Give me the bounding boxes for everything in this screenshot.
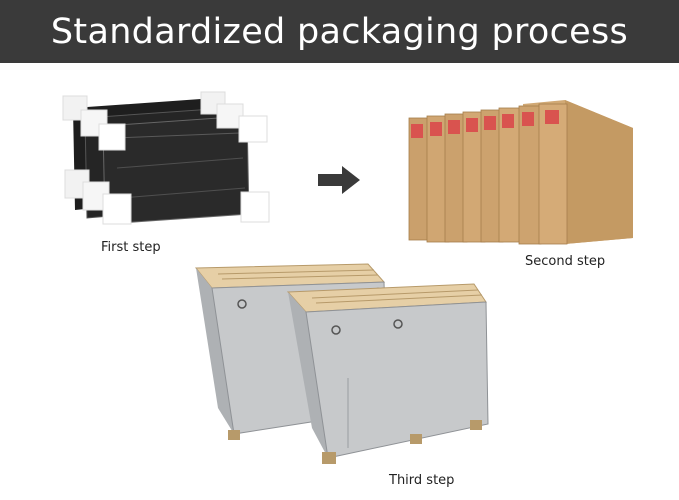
second-step-label: Second step bbox=[525, 254, 606, 269]
third-step-label: Third step bbox=[389, 473, 455, 488]
first-step-label: First step bbox=[101, 240, 161, 255]
second-step-image bbox=[408, 100, 633, 245]
arrow-right-icon bbox=[318, 166, 360, 194]
page-title: Standardized packaging process bbox=[50, 11, 629, 52]
third-step-image bbox=[194, 263, 489, 464]
title-banner: Standardized packaging process bbox=[0, 0, 679, 63]
first-step-image bbox=[62, 91, 270, 225]
